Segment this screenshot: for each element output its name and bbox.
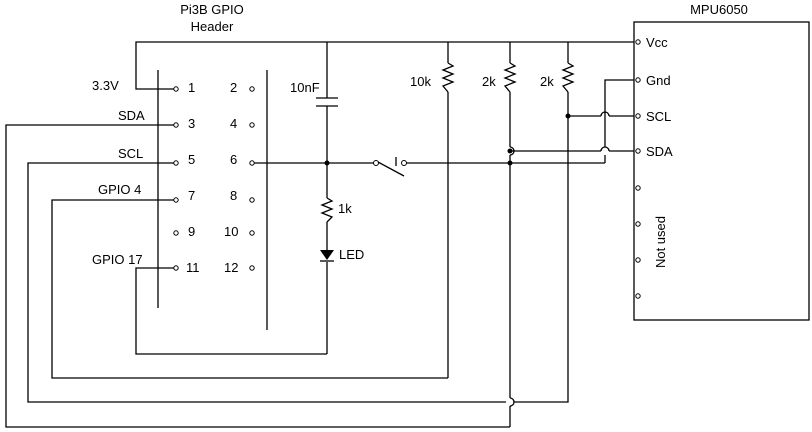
label-gpio17: GPIO 17 (92, 252, 143, 267)
label-3v3: 3.3V (92, 78, 119, 93)
pin-numbers: 1 2 3 4 5 6 7 8 9 10 11 12 (186, 80, 238, 275)
resistor-2k-b (561, 62, 575, 93)
led-symbol (320, 250, 334, 262)
wires (5, 41, 634, 428)
header-title-line1: Pi3B GPIO (180, 2, 244, 17)
switch (373, 157, 407, 177)
pin-12: 12 (224, 260, 238, 275)
mpu-pin-circles (635, 39, 641, 299)
pin-1: 1 (188, 80, 195, 95)
resistor-1k (320, 197, 334, 223)
cap-label: 10nF (290, 80, 320, 95)
led-label: LED (339, 247, 364, 262)
pin-6: 6 (230, 152, 237, 167)
header-pin-circles (173, 86, 255, 271)
mpu-title: MPU6050 (690, 2, 748, 17)
pin-10: 10 (224, 224, 238, 239)
capacitor-10nf (316, 97, 338, 107)
mpu-gnd-label: Gnd (646, 73, 671, 88)
mpu-not-used-label: Not used (653, 216, 668, 268)
r10k-label: 10k (410, 74, 431, 89)
mpu-scl-label: SCL (646, 109, 671, 124)
label-sda: SDA (118, 108, 145, 123)
pin-3: 3 (188, 116, 195, 131)
label-gpio4: GPIO 4 (98, 182, 141, 197)
pin-11: 11 (186, 260, 200, 275)
mpu6050-module (633, 21, 810, 321)
header-title-line2: Header (191, 19, 234, 34)
pin-8: 8 (230, 188, 237, 203)
pin-4: 4 (230, 116, 237, 131)
mpu-sda-label: SDA (646, 144, 673, 159)
mpu-vcc-label: Vcc (646, 35, 668, 50)
label-scl: SCL (118, 146, 143, 161)
resistor-2k-a (503, 62, 517, 93)
r2k-b-label: 2k (540, 74, 554, 89)
junctions (324, 113, 571, 166)
pin-5: 5 (188, 152, 195, 167)
pin-2: 2 (230, 80, 237, 95)
r1k-label: 1k (338, 201, 352, 216)
pin-7: 7 (188, 188, 195, 203)
pin-9: 9 (188, 224, 195, 239)
r2k-a-label: 2k (482, 74, 496, 89)
resistor-10k (441, 62, 455, 93)
